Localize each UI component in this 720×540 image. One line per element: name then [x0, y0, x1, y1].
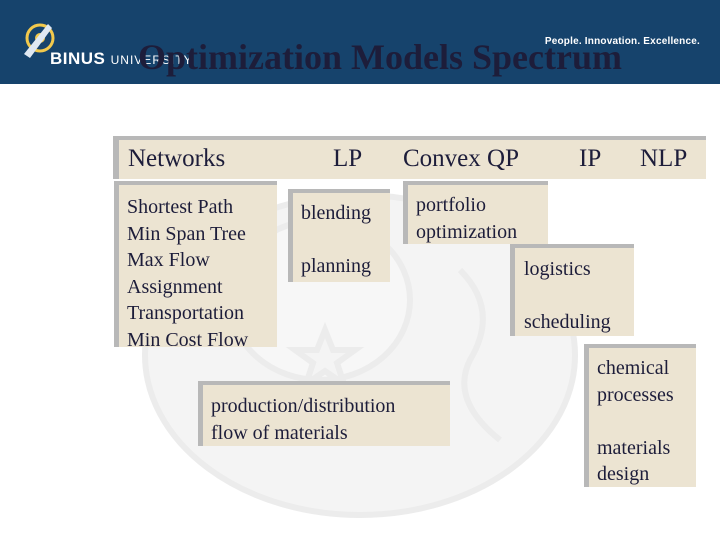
list-item: production/distribution	[211, 395, 396, 417]
list-item: flow of materials	[211, 421, 348, 444]
list-item: logistics	[524, 258, 591, 280]
list-item: materials	[597, 436, 671, 459]
list-item: Min Span Tree	[127, 222, 246, 245]
networks-list: Shortest Path Min Span Tree Max Flow Ass…	[119, 185, 277, 353]
lp-list: blending planning	[293, 193, 390, 280]
list-item: Transportation	[127, 302, 245, 324]
column-header-bar: Networks LP Convex QP IP NLP	[113, 136, 706, 179]
production-box: production/distribution flow of material…	[198, 381, 450, 446]
column-convex-qp: Convex QP	[403, 145, 519, 172]
logo-main: BINUS	[50, 49, 106, 68]
binus-logo-icon	[24, 23, 55, 58]
list-item: optimization	[416, 220, 518, 243]
production-list: production/distribution flow of material…	[203, 385, 450, 446]
list-item: Min Cost Flow	[127, 328, 249, 351]
page-title: Optimization Models Spectrum	[138, 37, 622, 77]
logo-text: BINUS UNIVERSITY	[50, 49, 193, 69]
list-item: Max Flow	[127, 249, 210, 271]
list-item: scheduling	[524, 311, 611, 333]
ip-list: logistics scheduling	[515, 248, 634, 336]
qp-box: portfolio optimization	[403, 181, 548, 244]
list-item: processes	[597, 383, 674, 406]
column-nlp: NLP	[640, 145, 688, 172]
header-banner	[0, 0, 720, 84]
nlp-list: chemical processes materials design	[589, 348, 696, 488]
column-networks: Networks	[128, 145, 226, 172]
list-item: Assignment	[127, 275, 223, 298]
list-item: blending	[301, 202, 371, 224]
qp-list: portfolio optimization	[408, 185, 548, 245]
list-item: design	[597, 463, 650, 485]
list-item: Shortest Path	[127, 196, 234, 218]
ip-box: logistics scheduling	[510, 244, 634, 336]
list-item: planning	[301, 255, 371, 277]
tagline: People. Innovation. Excellence.	[544, 36, 700, 47]
list-item: portfolio	[416, 194, 486, 216]
column-ip: IP	[579, 145, 602, 172]
nlp-box: chemical processes materials design	[584, 344, 696, 487]
lp-box: blending planning	[288, 189, 390, 282]
list-item: chemical	[597, 357, 670, 379]
column-lp: LP	[333, 145, 363, 172]
networks-box: Shortest Path Min Span Tree Max Flow Ass…	[114, 181, 277, 351]
logo-sub: UNIVERSITY	[110, 53, 193, 67]
